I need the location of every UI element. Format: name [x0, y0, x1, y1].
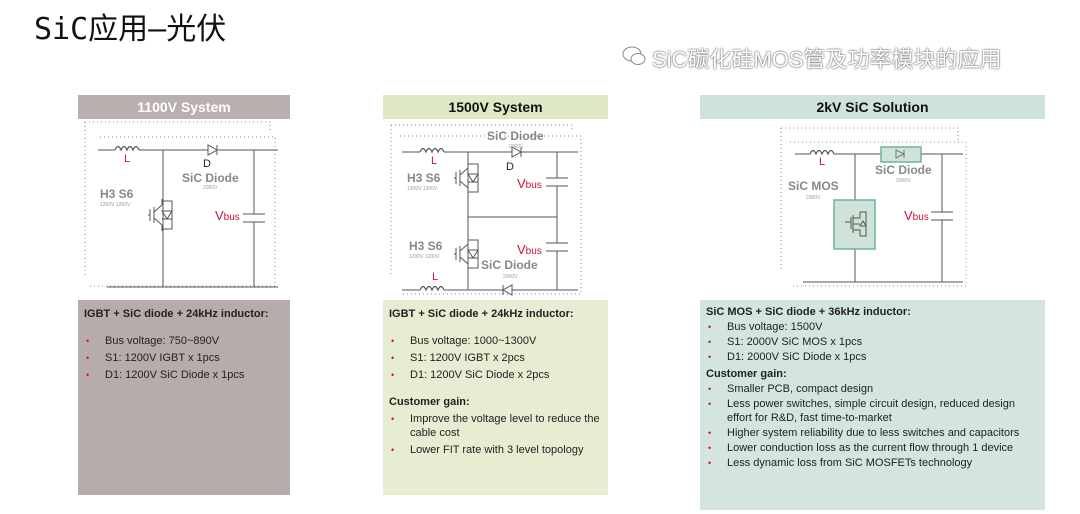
panel-header-2kv: 2kV SiC Solution — [700, 95, 1045, 119]
switch-name: SiC MOS — [788, 179, 839, 193]
switch-rating: 1200V 1200V — [409, 254, 440, 260]
panel-body-1500v: IGBT + SiC diode + 24kHz inductor: Bus v… — [383, 300, 608, 495]
panel-heading: IGBT + SiC diode + 24kHz inductor: — [84, 308, 269, 320]
list-item: S1: 1200V IGBT x 2pcs — [389, 351, 602, 365]
diode-rating: 2000V — [896, 178, 911, 184]
panel-heading: SiC MOS + SiC diode + 36kHz inductor: — [706, 306, 911, 318]
inductor-label: L — [819, 156, 825, 168]
switch-name: H3 S6 — [409, 239, 443, 253]
inductor-label: L — [124, 153, 130, 165]
panel-body-1100v: IGBT + SiC diode + 24kHz inductor: Bus v… — [78, 300, 290, 495]
switch-name: H3 S6 — [407, 171, 441, 185]
diode-name: SiC Diode — [182, 171, 239, 185]
panel-body-2kv: SiC MOS + SiC diode + 36kHz inductor: Bu… — [700, 300, 1045, 510]
list-item: Lower FIT rate with 3 level topology — [389, 443, 602, 457]
page-title: SiC应用—光伏 — [34, 12, 227, 47]
panel-header-1500v: 1500V System — [383, 95, 608, 119]
diode-label: D — [506, 161, 514, 173]
diode-rating: 2000V — [203, 185, 218, 191]
list-item: S1: 2000V SiC MOS x 1pcs — [706, 335, 1039, 349]
diode-rating: 2000V — [509, 144, 524, 150]
gain-heading: Customer gain: — [706, 368, 787, 380]
panel-header-1100v: 1100V System — [78, 95, 290, 119]
list-item: S1: 1200V IGBT x 1pcs — [84, 351, 284, 365]
watermark: SiC碳化硅MOS管及功率模块的应用 — [652, 47, 1002, 72]
panel-heading: IGBT + SiC diode + 24kHz inductor: — [389, 308, 574, 320]
circuit-1500v — [390, 124, 582, 296]
list-item: D1: 1200V SiC Diode x 2pcs — [389, 368, 602, 382]
list-item: Bus voltage: 1000~1300V — [389, 334, 602, 348]
vbus-label: Vbus — [904, 208, 929, 223]
list-item: Less power switches, simple circuit desi… — [706, 397, 1039, 425]
list-item: Improve the voltage level to reduce the … — [389, 412, 602, 440]
diode2-rating: 2000V — [503, 274, 518, 280]
diode-name: SiC Diode — [487, 129, 544, 143]
inductor-label: L — [431, 155, 437, 167]
list-item: Higher system reliability due to less sw… — [706, 426, 1039, 440]
vbus-label: Vbus — [215, 208, 240, 223]
diode-label: D — [203, 158, 211, 170]
diode-name: SiC Diode — [875, 163, 932, 177]
list-item: D1: 1200V SiC Diode x 1pcs — [84, 368, 284, 382]
vbus-label: Vbus — [517, 176, 542, 191]
list-item: Less dynamic loss from SiC MOSFETs techn… — [706, 456, 1039, 470]
list-item: D1: 2000V SiC Diode x 1pcs — [706, 350, 1039, 364]
inductor-label: L — [432, 271, 438, 283]
diode2-name: SiC Diode — [481, 258, 538, 272]
switch-rating: 1200V 1200V — [100, 202, 131, 208]
list-item: Bus voltage: 1500V — [706, 320, 1039, 334]
switch-name: H3 S6 — [100, 187, 134, 201]
wechat-icon — [622, 46, 646, 65]
gain-heading: Customer gain: — [389, 396, 470, 408]
switch-rating: 2000V — [806, 195, 821, 201]
list-item: Bus voltage: 750~890V — [84, 334, 284, 348]
list-item: Smaller PCB, compact design — [706, 382, 1039, 396]
sic-diode-box — [880, 146, 922, 163]
vbus-label: Vbus — [517, 242, 542, 257]
switch-rating: 1200V 1200V — [407, 186, 438, 192]
list-item: Lower conduction loss as the current flo… — [706, 441, 1039, 455]
